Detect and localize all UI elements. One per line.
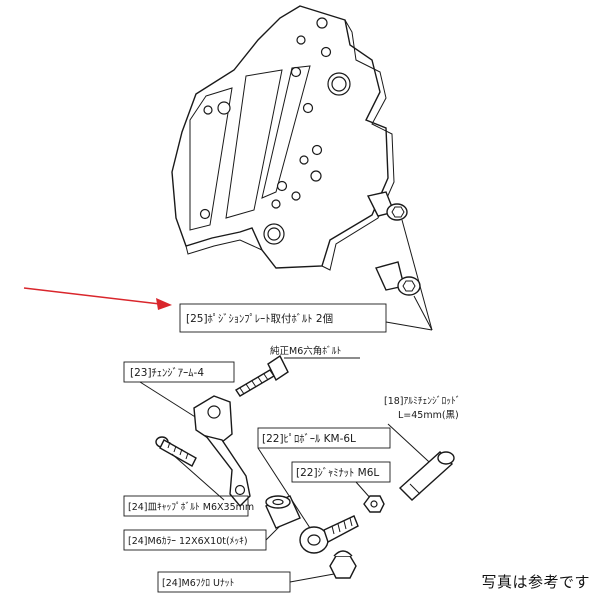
label-rod-line2: L=45mm(黒) bbox=[398, 410, 459, 421]
genuine-hex-bolt bbox=[235, 354, 289, 397]
label-collar: [24]M6ｶﾗｰ 12X6X10t(ﾒｯｷ) bbox=[128, 536, 248, 547]
leader-bolt-upper bbox=[401, 219, 433, 331]
label-rod-line1: [18]ｱﾙﾐﾁｪﾝｼﾞﾛｯﾄﾞ bbox=[384, 396, 461, 407]
leader-cap-bolt bbox=[171, 453, 225, 501]
position-plate bbox=[171, 5, 395, 271]
reference-caption: 写真は参考です bbox=[481, 573, 590, 591]
label-box-23 bbox=[123, 361, 235, 383]
pillow-ball bbox=[299, 515, 359, 554]
label-box-22b bbox=[291, 461, 391, 483]
mounting-bolt-upper bbox=[366, 191, 408, 221]
aluminium-change-rod bbox=[398, 451, 455, 501]
label-genuine-bolt: 純正M6六角ﾎﾞﾙﾄ bbox=[270, 345, 341, 357]
label-box-25 bbox=[179, 303, 387, 333]
label-jam-nut: [22]ｼﾞｬﾐﾅｯﾄ M6L bbox=[296, 467, 379, 479]
jam-nut bbox=[363, 495, 385, 513]
leader-u-nut bbox=[289, 573, 335, 583]
collar bbox=[265, 495, 301, 529]
leader-change-arm bbox=[139, 381, 201, 421]
leader-bolt-lower bbox=[413, 295, 433, 331]
mounting-bolt-lower bbox=[375, 261, 421, 296]
label-pillow-ball: [22]ﾋﾟﾛﾎﾞｰﾙ KM-6L bbox=[262, 433, 356, 445]
leader-pillow-ball bbox=[257, 447, 311, 529]
cap-bolt bbox=[155, 436, 197, 467]
label-box-24a bbox=[123, 495, 249, 517]
u-nut bbox=[329, 550, 357, 579]
leader-collar bbox=[265, 525, 281, 541]
label-box-22a bbox=[257, 427, 391, 449]
label-cap-bolt: [24]皿ｷｬｯﾌﾟﾎﾞﾙﾄ M6X35mm bbox=[128, 502, 254, 513]
label-mounting-bolt: [25]ﾎﾟｼﾞｼｮﾝﾌﾟﾚｰﾄ取付ﾎﾞﾙﾄ 2個 bbox=[186, 312, 333, 325]
label-change-arm: [23]ﾁｪﾝｼﾞｱｰﾑ-4 bbox=[130, 367, 204, 379]
leader-label-25 bbox=[385, 321, 433, 331]
label-u-nut: [24]M6ﾌｸﾛ Uﾅｯﾄ bbox=[162, 578, 234, 589]
change-arm bbox=[193, 395, 251, 508]
red-arrow-indicator bbox=[23, 287, 172, 310]
